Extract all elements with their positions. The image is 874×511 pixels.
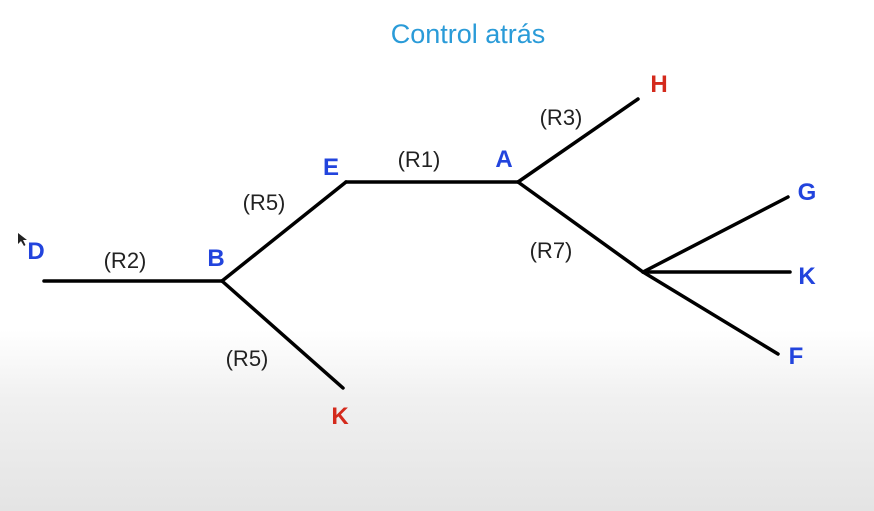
rule-label-a-h: (R3) bbox=[540, 105, 583, 130]
node-b: B bbox=[207, 245, 224, 272]
node-labels: D B E A H K G K F bbox=[27, 71, 816, 430]
rule-label-b-e: (R5) bbox=[243, 190, 286, 215]
edges bbox=[42, 97, 792, 390]
node-k-left: K bbox=[331, 403, 349, 430]
rule-label-b-k: (R5) bbox=[226, 346, 269, 371]
rule-label-e-a: (R1) bbox=[398, 147, 441, 172]
edge-fork-g bbox=[641, 195, 790, 274]
node-f: F bbox=[789, 343, 804, 370]
edge-b-e bbox=[220, 180, 348, 283]
edge-a-fork bbox=[516, 180, 645, 274]
rule-labels: (R2) (R5) (R5) (R1) (R3) (R7) bbox=[104, 105, 583, 371]
edge-a-h bbox=[516, 97, 640, 184]
node-k-right: K bbox=[798, 263, 816, 290]
node-h: H bbox=[650, 71, 667, 98]
node-e: E bbox=[323, 154, 339, 181]
rule-label-a-fork: (R7) bbox=[530, 238, 573, 263]
edge-b-k bbox=[220, 279, 345, 390]
rule-label-d-b: (R2) bbox=[104, 248, 147, 273]
edge-fork-f bbox=[641, 270, 780, 356]
node-a: A bbox=[495, 146, 512, 173]
node-g: G bbox=[798, 179, 817, 206]
diagram-title: Control atrás bbox=[391, 19, 546, 49]
mouse-cursor-icon bbox=[18, 233, 27, 246]
node-d: D bbox=[27, 238, 44, 265]
